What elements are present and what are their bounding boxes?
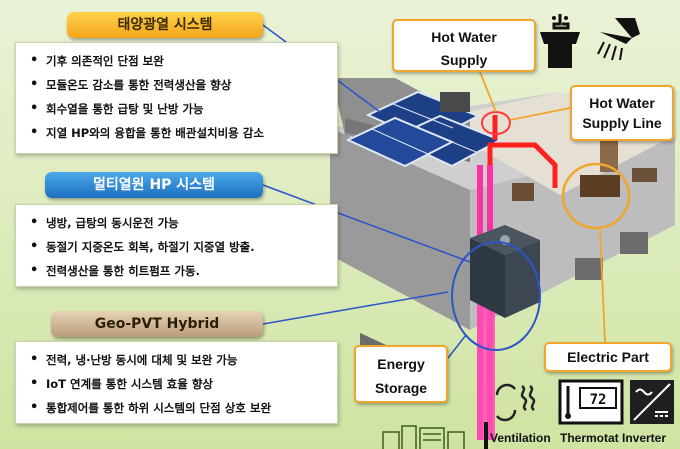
list-item: 전력, 냉·난방 동시에 대체 및 보완 가능 [30, 350, 329, 374]
hot-water-supply-line-callout: Hot Water Supply Line [570, 85, 674, 141]
list-item: 지열 HP와의 융합을 통한 배관설치비용 감소 [30, 123, 329, 147]
list-item: 전력생산을 통한 히트펌프 가동. [30, 261, 329, 285]
list-item: 동절기 지중온도 회복, 하절기 지중열 방출. [30, 237, 329, 261]
solar-panels [345, 90, 503, 168]
geo-pvt-hybrid-header: Geo-PVT Hybrid [51, 311, 263, 337]
solar-thermal-system-box: 기후 의존적인 단점 보완 모듈온도 감소를 통한 전력생산을 향상 회수열을 … [15, 42, 338, 154]
geo-pvt-hybrid-box: 전력, 냉·난방 동시에 대체 및 보완 가능 IoT 연계를 통한 시스템 효… [15, 341, 338, 424]
window [575, 258, 603, 280]
list-item: 기후 의존적인 단점 보완 [30, 51, 329, 75]
window [620, 232, 648, 254]
list-item: 통합제어를 통한 하위 시스템의 단점 상호 보완 [30, 398, 329, 422]
list-item: IoT 연계를 통한 시스템 효율 향상 [30, 374, 329, 398]
callout-line: Hot Water [431, 29, 497, 45]
sink-icon [540, 14, 580, 68]
callout-line: Energy [377, 356, 425, 372]
furniture [580, 175, 620, 197]
ventilation-icon [495, 383, 536, 422]
list-item: 모듈온도 감소를 통한 전력생산을 향상 [30, 75, 329, 99]
electric-highlight [561, 162, 631, 230]
electric-part-callout: Electric Part [544, 342, 672, 372]
thermostat-label: Thermotat [560, 431, 619, 445]
storage-highlight [451, 241, 541, 351]
inverter-icon [630, 380, 674, 424]
callout-line: Supply [440, 52, 488, 68]
multi-source-hp-header: 멀티열원 HP 시스템 [45, 172, 263, 198]
house-left-wall [330, 128, 470, 330]
multi-source-hp-box: 냉방, 급탕의 동시운전 가능 동절기 지중온도 회복, 하절기 지중열 방출.… [15, 204, 338, 287]
roof-tank [440, 92, 470, 112]
callout-line: Storage [374, 380, 428, 396]
solar-thermal-system-header: 태양광열 시스템 [67, 12, 263, 38]
callout-line: Supply Line [582, 115, 662, 131]
shower-icon [597, 18, 640, 61]
ventilation-label: Ventilation [490, 431, 551, 445]
cabinet [512, 183, 534, 201]
hot-water-supply-callout: Hot Water Supply [392, 19, 536, 72]
city-buildings-icon [382, 425, 465, 449]
thermostat-display: 72 [590, 392, 607, 408]
list-item: 회수열을 통한 급탕 및 난방 가능 [30, 99, 329, 123]
callout-line: Hot Water [589, 95, 655, 111]
list-item: 냉방, 급탕의 동시운전 가능 [30, 213, 329, 237]
inverter-label: Inverter [622, 431, 667, 445]
hot-water-pipes [487, 115, 558, 188]
energy-storage-callout: Energy Storage [354, 345, 448, 403]
thermostat-icon [558, 379, 624, 425]
heat-pump-unit [470, 225, 540, 318]
